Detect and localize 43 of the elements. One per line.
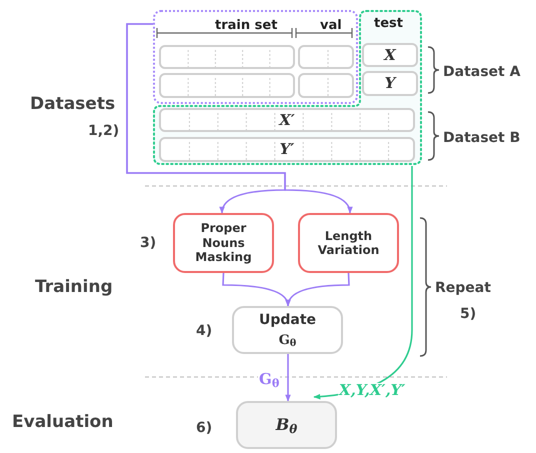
box-label: Length Variation: [316, 228, 380, 258]
section-label: Dataset B: [443, 129, 520, 148]
box-label: X: [384, 44, 396, 66]
process-box: [232, 306, 343, 354]
arrow: [126, 23, 352, 214]
section-label: Dataset A: [443, 63, 520, 82]
data-row: [159, 137, 415, 162]
section-label: Training: [35, 276, 113, 299]
box-label: Update: [258, 310, 316, 330]
data-row: [362, 43, 418, 67]
arrow: [222, 272, 290, 307]
section-label: 5): [460, 305, 476, 324]
section-label: 6): [196, 419, 212, 438]
data-row: [159, 45, 295, 69]
data-row: [362, 71, 418, 96]
process-box: [298, 213, 399, 273]
section-label: Evaluation: [12, 411, 114, 434]
column-heading: val: [320, 17, 342, 35]
data-row: [159, 73, 295, 98]
arrow: [285, 354, 291, 402]
box-label: Y′: [280, 139, 294, 160]
dataset-region: [153, 10, 358, 104]
box-label: B$_{θ}$: [276, 414, 298, 437]
edge-label: X,Y,X′,Y′: [338, 383, 406, 398]
section-label: Repeat: [435, 279, 491, 298]
column-heading: train set: [215, 17, 278, 35]
section-label: 4): [196, 322, 212, 341]
edge-label: G$_{θ}$: [258, 372, 280, 387]
arrow: [286, 272, 350, 307]
section-label: 1,2): [88, 122, 120, 141]
box-label: X′: [279, 110, 295, 131]
section-label: 3): [140, 234, 156, 253]
box-label: Y: [384, 73, 396, 94]
data-row: [298, 45, 354, 69]
data-row: [298, 73, 354, 98]
data-row: [159, 108, 415, 132]
column-heading: test: [374, 15, 403, 33]
box-label: Proper Nouns Masking: [194, 221, 253, 265]
process-box: [173, 213, 274, 273]
dataset-region: [153, 10, 423, 166]
model-box: [236, 401, 337, 449]
box-label: G$_{θ}$: [278, 332, 296, 350]
section-label: Datasets: [30, 93, 116, 116]
